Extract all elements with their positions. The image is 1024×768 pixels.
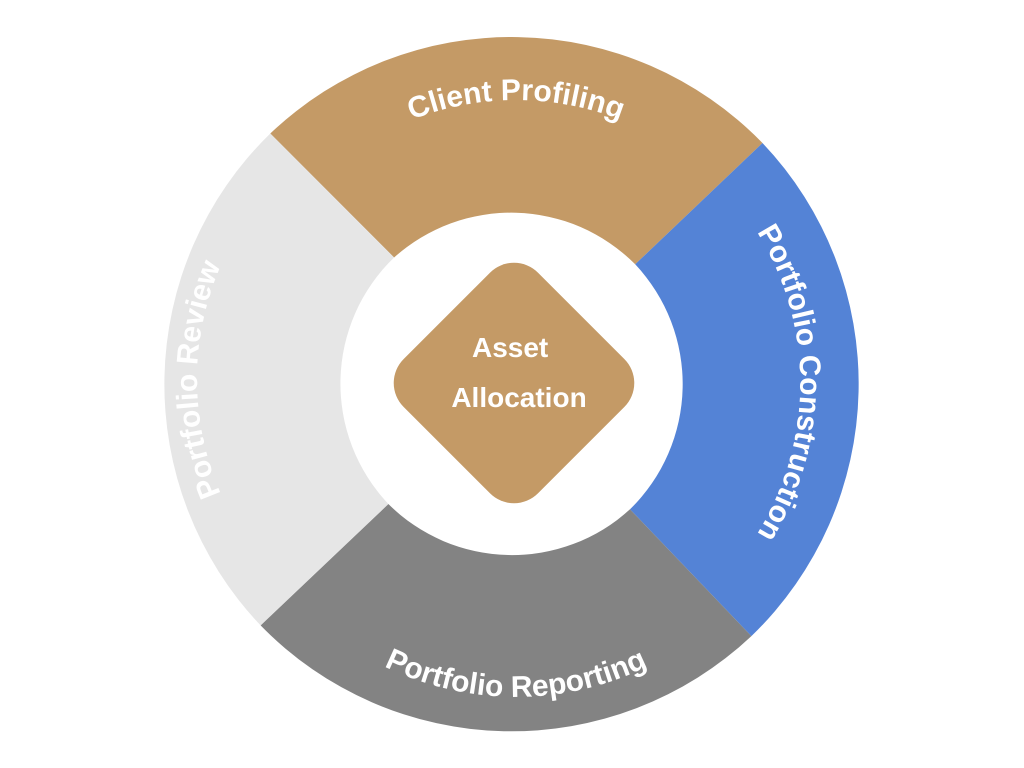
center-label-line-1: Asset	[472, 332, 548, 363]
center-diamond	[393, 262, 635, 504]
center-label: Asset Allocation	[451, 332, 586, 413]
segment-portfolio-construction	[630, 143, 859, 637]
segment-portfolio-review	[164, 133, 395, 626]
segment-client-profiling	[270, 37, 763, 265]
center-label-line-2: Allocation	[451, 382, 586, 413]
segment-portfolio-reporting	[260, 504, 752, 732]
